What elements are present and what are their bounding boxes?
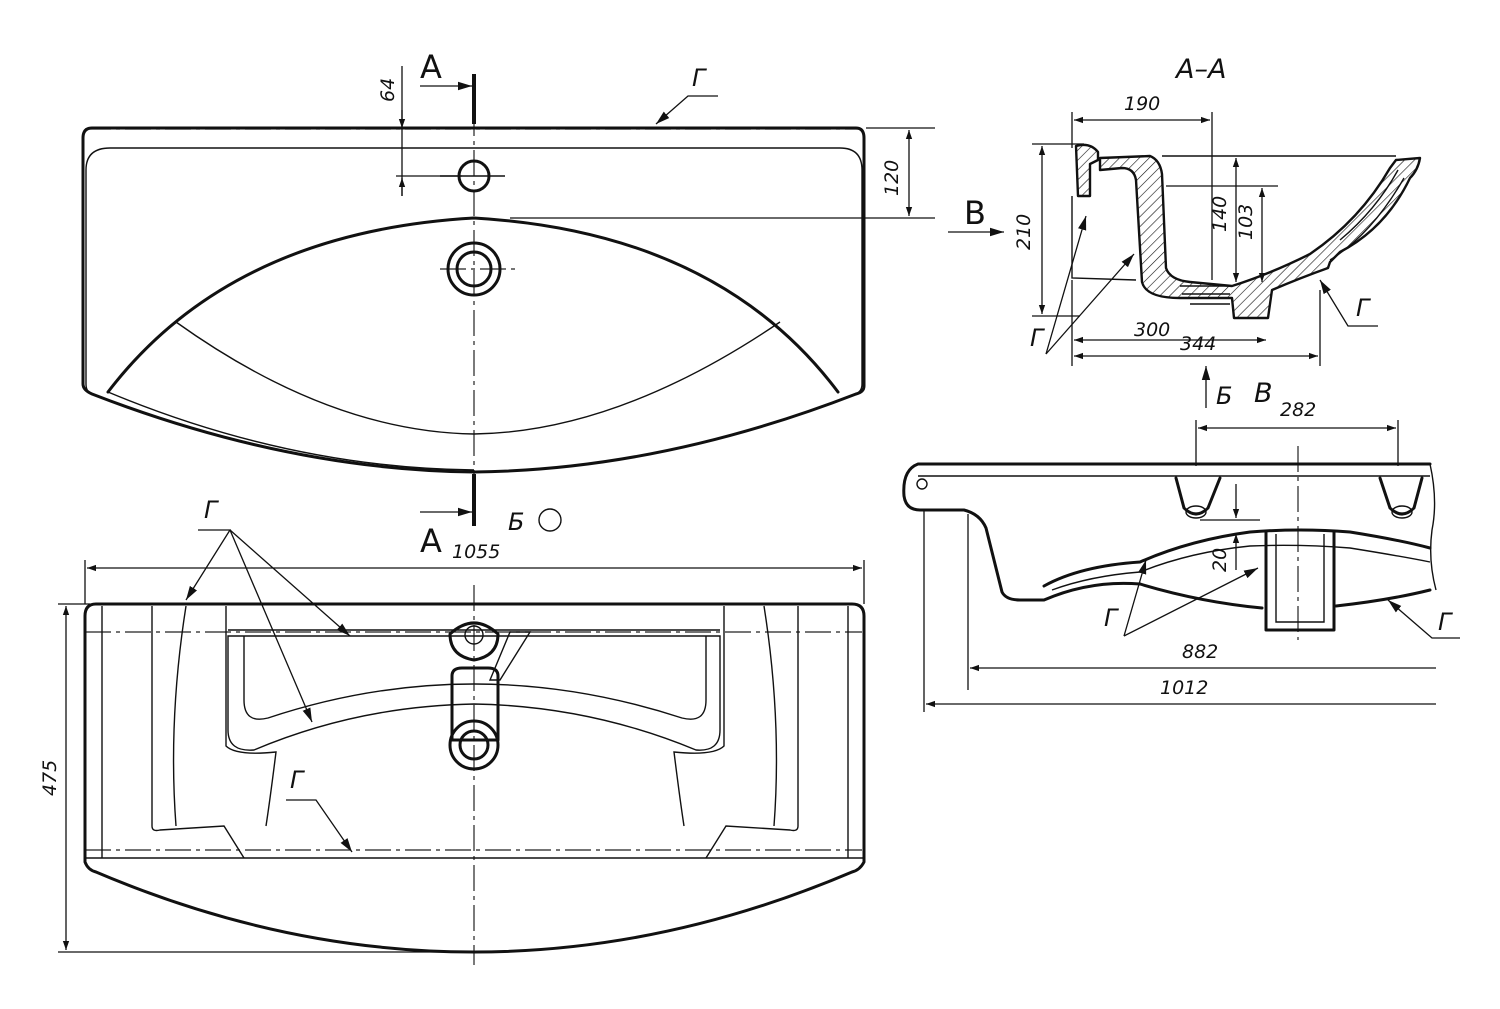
- surface-leader-section-right: [1319, 279, 1378, 327]
- section-bowl-wall: [1098, 154, 1422, 320]
- view-v-boss-right: [1378, 476, 1424, 516]
- bottom-view-tap-boss: [448, 621, 500, 662]
- view-v: В 282 20 882: [902, 378, 1460, 712]
- dim-475-text: 475: [39, 760, 61, 796]
- view-v-boss-left: [1174, 476, 1222, 516]
- view-v-break-line: [1429, 463, 1437, 591]
- bottom-view-tray: [227, 635, 721, 751]
- dim-282-text: 282: [1280, 399, 1316, 421]
- surface-label-section-left: Г: [1030, 324, 1045, 352]
- cut-label-a-bottom: А: [420, 522, 442, 560]
- dim-64-text: 64: [377, 78, 399, 102]
- bottom-view: 1055 475 Г Г: [39, 496, 866, 965]
- bottom-view-drain-column: [450, 666, 500, 742]
- surface-label-bottom-2: Г: [290, 766, 305, 794]
- bottom-view-drain-inner: [458, 729, 490, 761]
- section-drain: [1180, 285, 1232, 305]
- section-rim: [1074, 143, 1100, 198]
- surface-label-view-v-right: Г: [1438, 608, 1453, 636]
- dim-300-text: 300: [1134, 319, 1170, 341]
- dim-20-text: 20: [1209, 548, 1231, 572]
- cut-label-a-top: А: [420, 48, 442, 86]
- top-view-bowl-bottom: [175, 321, 781, 435]
- view-b-up-label: Б: [1216, 382, 1232, 410]
- top-view-inner-rim: [85, 147, 863, 473]
- view-v-pin: [916, 478, 928, 490]
- dim-210-text: 210: [1013, 214, 1035, 250]
- section-outer-skirt: [1071, 196, 1137, 281]
- surface-leader-bottom-1b: [229, 529, 351, 637]
- surface-leader-bottom-2: [286, 799, 353, 853]
- view-v-drain-inner: [1275, 534, 1325, 623]
- surface-leader-view-v-left-b: [1123, 567, 1259, 637]
- view-b-arrow-label: В: [964, 194, 986, 232]
- surface-leader-section-left-a: [1045, 215, 1087, 355]
- view-v-top-slab: [902, 462, 1432, 602]
- surface-leader-view-v-right: [1387, 599, 1460, 639]
- drain-hole-inner: [455, 250, 493, 288]
- bottom-view-tap-hole: [464, 625, 484, 645]
- dim-344-text: 344: [1180, 333, 1216, 355]
- view-v-boss-right-hole: [1391, 505, 1413, 519]
- dim-1012-text: 1012: [1160, 677, 1208, 699]
- surface-leader-view-v-left-a: [1123, 559, 1147, 637]
- top-view-bowl: [106, 216, 840, 394]
- bottom-view-tap-rib: [488, 631, 532, 681]
- view-v-drain: [1264, 530, 1336, 632]
- section-a-a-title: А–А: [1174, 54, 1226, 85]
- view-v-bowl-upper: [1042, 528, 1432, 588]
- dim-190-text: 190: [1124, 93, 1160, 115]
- view-v-bowl-inner: [1051, 544, 1431, 591]
- dim-1055-text: 1055: [452, 541, 500, 563]
- dim-103-text: 103: [1235, 204, 1257, 240]
- bottom-view-tray-inner: [243, 636, 707, 720]
- top-view: А А 64 120 Г Б: [81, 48, 935, 560]
- bottom-view-right-wall: [705, 606, 849, 859]
- surface-label-view-v-left: Г: [1104, 604, 1119, 632]
- surface-leader-bottom-1a: [185, 529, 232, 601]
- view-v-bowl-lower: [1138, 582, 1432, 610]
- bottom-view-outer-outline: [83, 602, 866, 954]
- bottom-view-drain-outer: [448, 719, 500, 771]
- view-b-marker-circle: [538, 508, 562, 532]
- dim-120-text: 120: [881, 160, 903, 196]
- bottom-view-left-rib: [172, 605, 277, 827]
- surface-label-top: Г: [692, 64, 707, 92]
- section-bowl-channel: [1329, 169, 1405, 261]
- view-v-boss-left-hole: [1185, 505, 1207, 519]
- bottom-view-left-wall: [101, 606, 245, 859]
- surface-leader-bottom-1c: [229, 529, 313, 723]
- surface-label-bottom-1: Г: [204, 496, 219, 524]
- dim-882-text: 882: [1182, 641, 1218, 663]
- drain-hole-outer: [446, 241, 502, 297]
- surface-leader-section-left-b: [1045, 253, 1135, 355]
- bottom-view-right-rib: [673, 605, 778, 827]
- surface-leader-top: [655, 95, 718, 125]
- top-view-bowl-front: [107, 391, 475, 471]
- dim-140-text: 140: [1209, 196, 1231, 232]
- top-view-outer-outline: [81, 126, 866, 474]
- view-v-title: В: [1254, 378, 1273, 409]
- section-a-a: А–А 190 210 В 140 103 300 344: [948, 54, 1422, 410]
- surface-label-section-right: Г: [1356, 294, 1371, 322]
- view-b-marker-label: Б: [508, 508, 524, 536]
